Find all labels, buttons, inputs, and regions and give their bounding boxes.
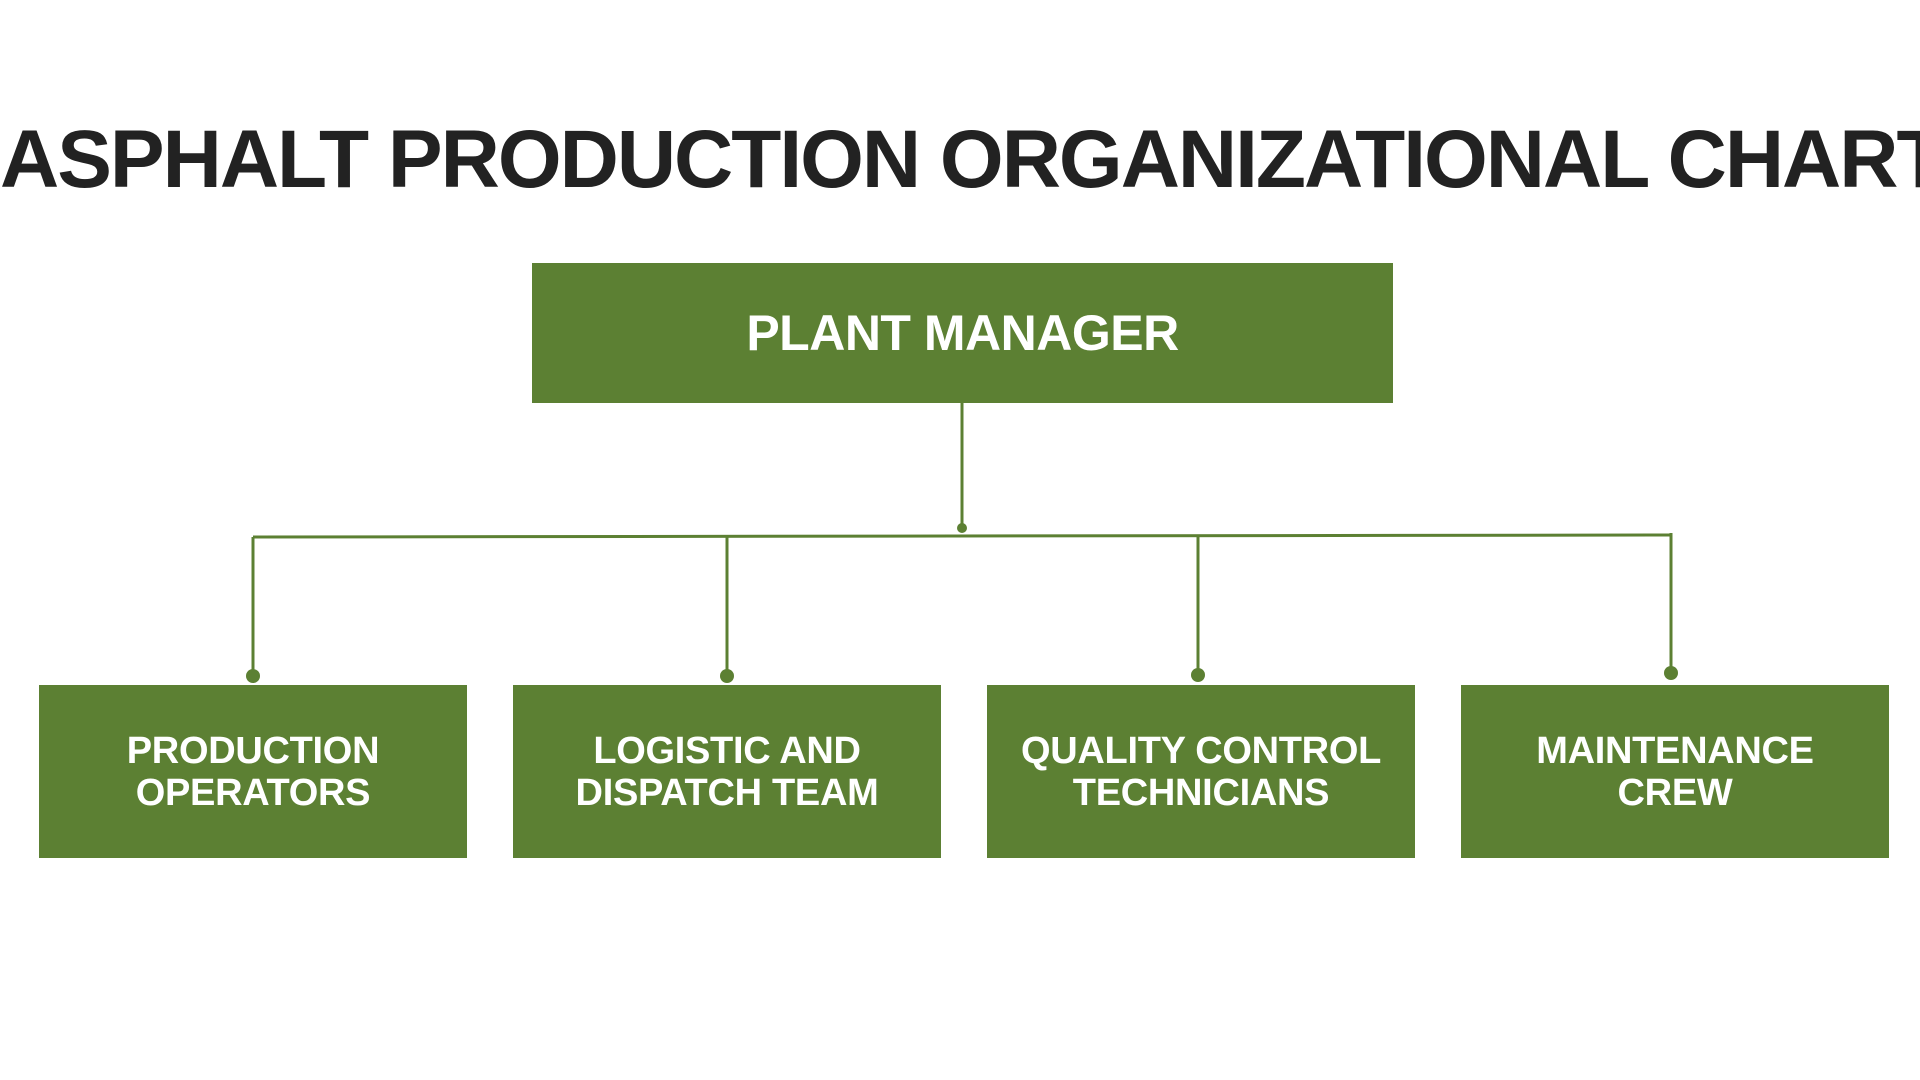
production-operators-box: PRODUCTION OPERATORS	[39, 685, 467, 858]
branch-dot-quality	[1191, 668, 1205, 682]
logistic-dispatch-team-label: LOGISTIC AND DISPATCH TEAM	[575, 729, 879, 814]
quality-control-technicians-label: QUALITY CONTROL TECHNICIANS	[1020, 729, 1381, 814]
branch-dot-maintenance	[1664, 666, 1678, 680]
branch-dot-logistic	[720, 669, 734, 683]
root-stem-dot	[957, 523, 967, 533]
horizontal-bus-line	[252, 533, 1672, 539]
maintenance-crew-box: MAINTENANCE CREW	[1461, 685, 1889, 858]
logistic-dispatch-team-box: LOGISTIC AND DISPATCH TEAM	[513, 685, 941, 858]
maintenance-crew-label: MAINTENANCE CREW	[1536, 729, 1814, 814]
branch-dot-production	[246, 669, 260, 683]
quality-control-technicians-box: QUALITY CONTROL TECHNICIANS	[987, 685, 1415, 858]
plant-manager-box: PLANT MANAGER	[532, 263, 1393, 403]
chart-title: ASPHALT PRODUCTION ORGANIZATIONAL CHART	[0, 114, 1920, 205]
plant-manager-label: PLANT MANAGER	[746, 305, 1179, 361]
production-operators-label: PRODUCTION OPERATORS	[126, 729, 380, 814]
